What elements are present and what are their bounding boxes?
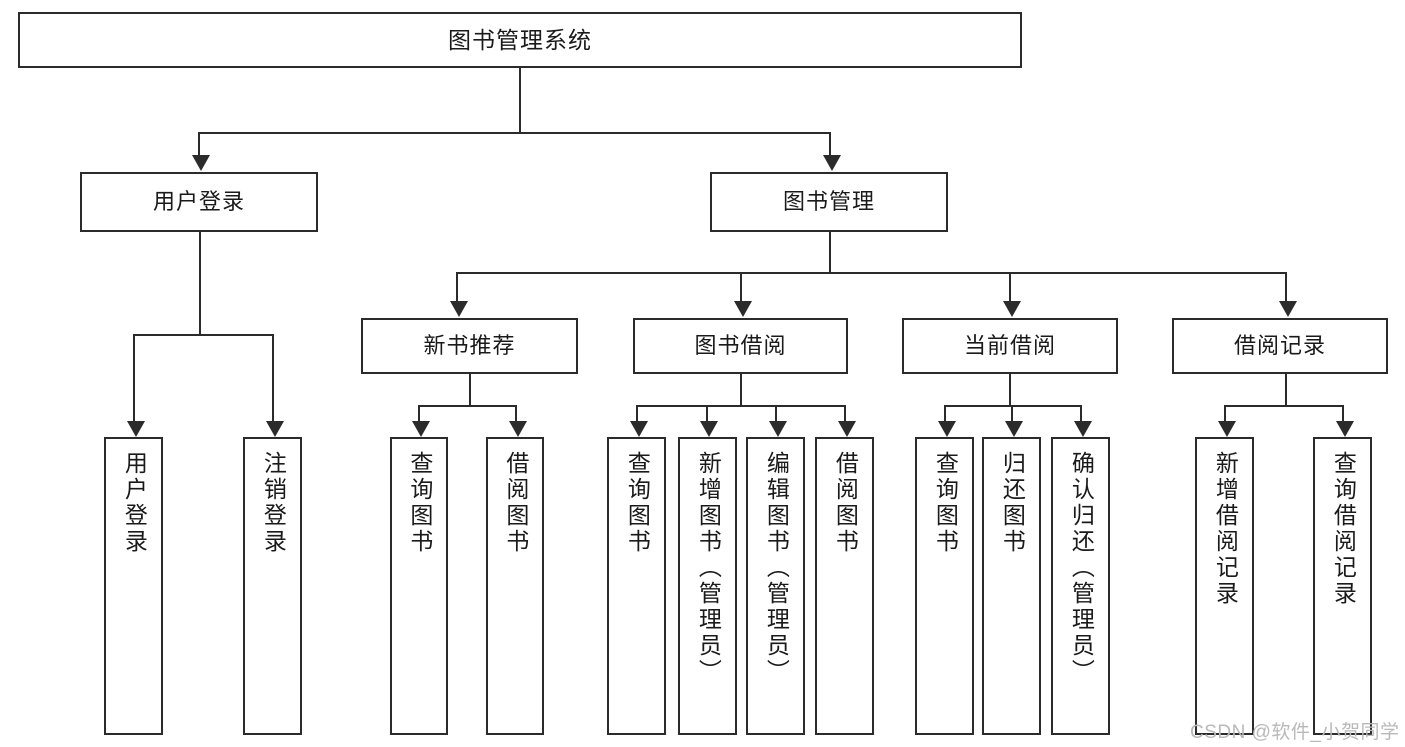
connector-borrow-record-bar bbox=[1224, 405, 1342, 407]
leaf-current-borrow-confirm-return-admin[interactable]: 确认归还（管理员） bbox=[1051, 437, 1110, 735]
arrow-to-current-borrow-leaf-2 bbox=[1004, 405, 1023, 437]
arrow-to-borrow-record-leaf-1 bbox=[1217, 405, 1236, 437]
leaf-current-borrow-return-book[interactable]: 归还图书 bbox=[982, 437, 1041, 735]
node-label: 新书推荐 bbox=[423, 333, 516, 359]
arrow-to-borrow-record-leaf-2 bbox=[1335, 405, 1354, 437]
node-borrow-record[interactable]: 借阅记录 bbox=[1172, 318, 1388, 374]
arrow-to-user-login-leaf-2 bbox=[265, 334, 284, 437]
connector-book-borrow-bar bbox=[636, 405, 844, 407]
arrow-to-book-management bbox=[822, 132, 841, 171]
arrow-to-current-borrow-leaf-1 bbox=[937, 405, 956, 437]
connector-root-stem bbox=[519, 68, 521, 132]
node-label: 用户登录 bbox=[121, 451, 148, 555]
connector-current-borrow-stem bbox=[1009, 374, 1011, 405]
node-current-borrow[interactable]: 当前借阅 bbox=[902, 318, 1118, 374]
node-label: 归还图书 bbox=[999, 451, 1026, 555]
arrow-to-new-book-leaf-2 bbox=[508, 405, 527, 437]
leaf-new-book-query-book[interactable]: 查询图书 bbox=[390, 437, 448, 735]
node-label: 编辑图书（管理员） bbox=[763, 451, 790, 685]
connector-user-login-bar bbox=[133, 334, 272, 336]
node-label: 当前借阅 bbox=[963, 333, 1056, 359]
watermark-csdn: CSDN @软件_小贺同学 bbox=[1190, 722, 1400, 743]
node-book-borrow[interactable]: 图书借阅 bbox=[633, 318, 848, 374]
node-label: 查询图书 bbox=[932, 451, 959, 555]
leaf-book-borrow-add-book-admin[interactable]: 新增图书（管理员） bbox=[678, 437, 737, 735]
leaf-borrow-record-add-record[interactable]: 新增借阅记录 bbox=[1195, 437, 1254, 735]
node-user-login[interactable]: 用户登录 bbox=[80, 172, 318, 232]
arrow-to-current-borrow bbox=[1002, 272, 1021, 317]
node-label: 借阅图书 bbox=[502, 451, 529, 555]
leaf-current-borrow-query-book[interactable]: 查询图书 bbox=[915, 437, 974, 735]
node-label: 查询借阅记录 bbox=[1330, 451, 1357, 607]
leaf-book-borrow-query-book[interactable]: 查询图书 bbox=[607, 437, 666, 735]
arrow-to-borrow-record bbox=[1278, 272, 1297, 317]
arrow-to-book-borrow-leaf-4 bbox=[837, 405, 856, 437]
arrow-to-new-book-recommend bbox=[449, 272, 468, 317]
leaf-user-login-logout[interactable]: 注销登录 bbox=[243, 437, 302, 735]
connector-borrow-record-stem bbox=[1285, 374, 1287, 405]
node-label: 借阅图书 bbox=[832, 451, 859, 555]
connector-new-book-recommend-bar bbox=[418, 405, 515, 407]
arrow-to-book-borrow-leaf-2 bbox=[699, 405, 718, 437]
node-book-management[interactable]: 图书管理 bbox=[710, 172, 948, 232]
connector-root-bar bbox=[198, 132, 829, 134]
node-label: 注销登录 bbox=[260, 451, 287, 555]
arrow-to-book-borrow bbox=[733, 272, 752, 317]
node-label: 查询图书 bbox=[406, 451, 433, 555]
leaf-user-login-login[interactable]: 用户登录 bbox=[104, 437, 163, 735]
leaf-book-borrow-edit-book-admin[interactable]: 编辑图书（管理员） bbox=[746, 437, 805, 735]
node-label: 新增借阅记录 bbox=[1212, 451, 1239, 607]
node-label: 借阅记录 bbox=[1233, 333, 1326, 359]
connector-book-borrow-stem bbox=[740, 374, 742, 405]
arrow-to-user-login-leaf-1 bbox=[126, 334, 145, 437]
connector-new-book-recommend-stem bbox=[469, 374, 471, 405]
node-new-book-recommend[interactable]: 新书推荐 bbox=[361, 318, 578, 374]
node-label: 新增图书（管理员） bbox=[695, 451, 722, 685]
connector-book-management-bar bbox=[456, 272, 1285, 274]
leaf-book-borrow-borrow-book[interactable]: 借阅图书 bbox=[815, 437, 874, 735]
arrow-to-book-borrow-leaf-1 bbox=[629, 405, 648, 437]
arrow-to-user-login bbox=[191, 132, 210, 171]
node-label: 图书借阅 bbox=[694, 333, 787, 359]
node-root-book-management-system[interactable]: 图书管理系统 bbox=[18, 12, 1022, 68]
arrow-to-new-book-leaf-1 bbox=[411, 405, 430, 437]
node-label: 查询图书 bbox=[624, 451, 651, 555]
node-label: 图书管理系统 bbox=[448, 26, 592, 53]
node-label: 确认归还（管理员） bbox=[1068, 451, 1095, 685]
node-label: 图书管理 bbox=[782, 189, 875, 215]
arrow-to-book-borrow-leaf-3 bbox=[768, 405, 787, 437]
connector-user-login-stem bbox=[199, 232, 201, 334]
connector-book-management-stem bbox=[829, 232, 831, 272]
leaf-new-book-borrow-book[interactable]: 借阅图书 bbox=[486, 437, 544, 735]
arrow-to-current-borrow-leaf-3 bbox=[1073, 405, 1092, 437]
leaf-borrow-record-query-record[interactable]: 查询借阅记录 bbox=[1313, 437, 1372, 735]
node-label: 用户登录 bbox=[152, 189, 245, 215]
